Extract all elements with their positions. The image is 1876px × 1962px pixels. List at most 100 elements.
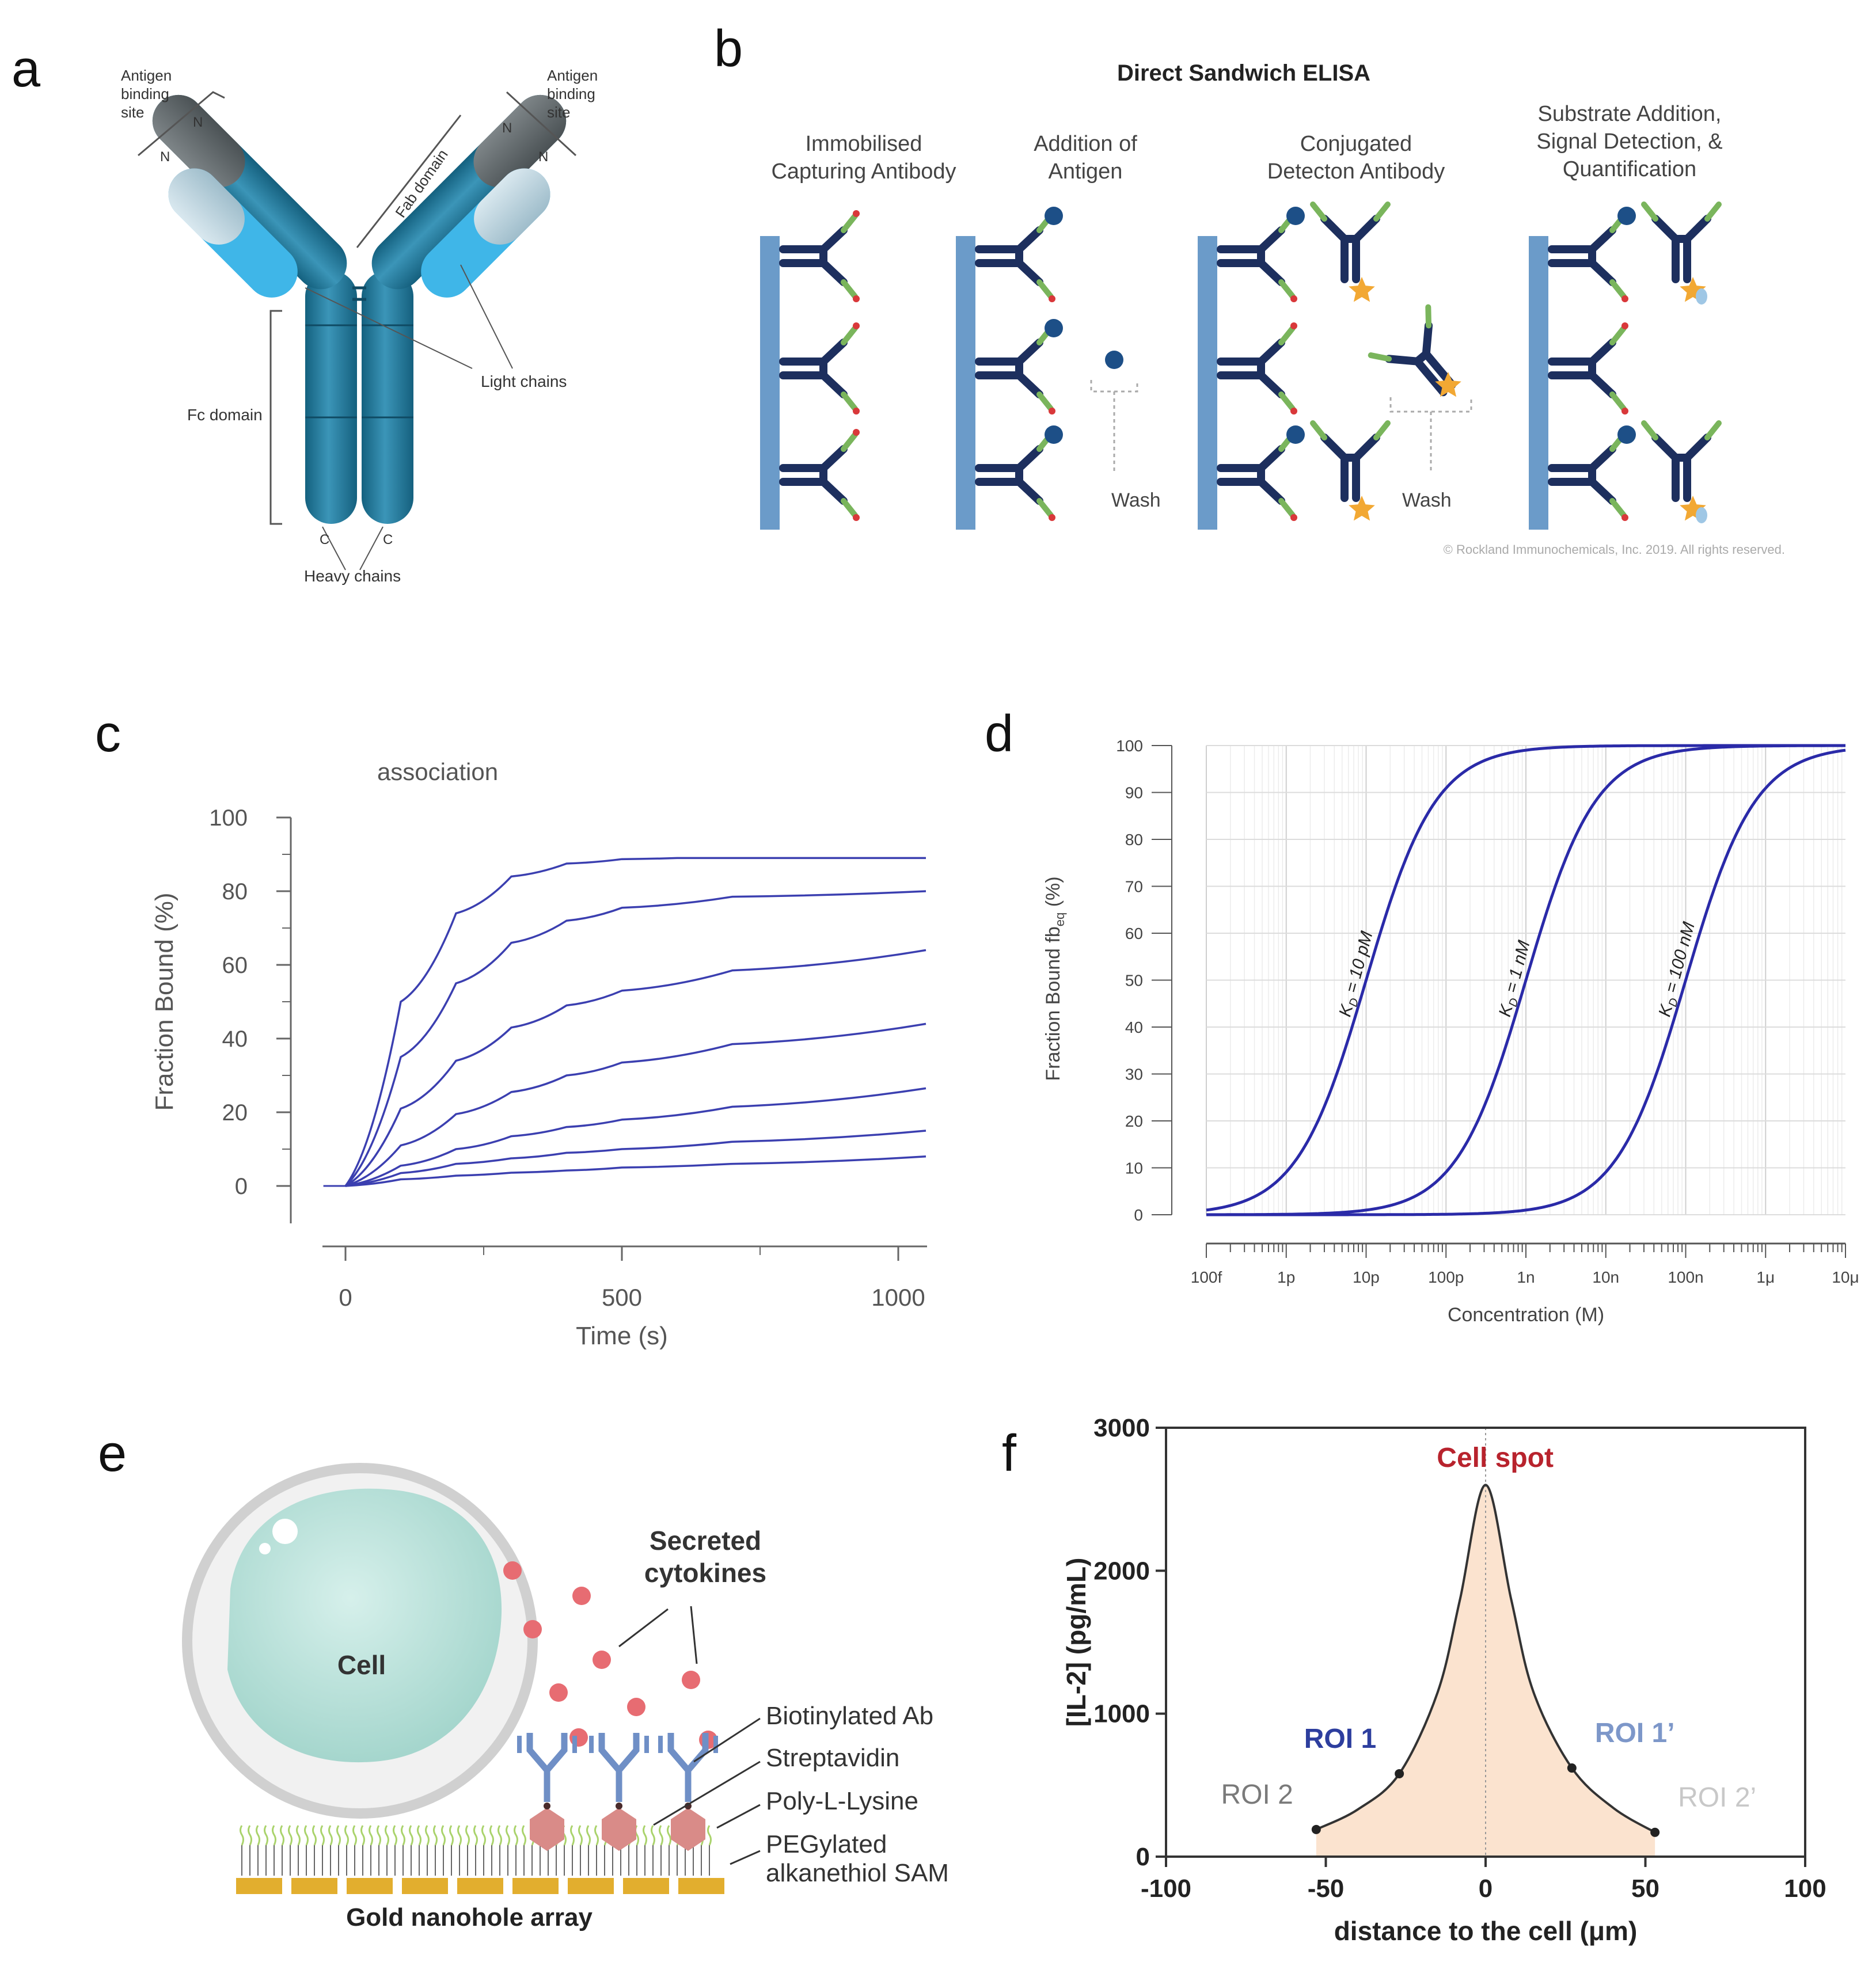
conjugate-star — [1349, 277, 1375, 302]
pll-strand — [272, 1825, 276, 1846]
sensor-surface — [236, 1733, 724, 1894]
pll-strand — [248, 1825, 252, 1846]
heavy-variable-left — [152, 94, 245, 188]
antibody-light-chain — [1036, 213, 1054, 299]
panel-b: b Direct Sandwich ELISA Immobilised Capt… — [714, 20, 1785, 557]
antibody-body — [1217, 226, 1285, 286]
y-axis-label: Fraction Bound fbeq (%) — [1042, 876, 1067, 1081]
c-label-left: C — [320, 532, 329, 547]
step3-line1: Conjugated — [1300, 132, 1412, 156]
n-label-4: N — [538, 149, 548, 165]
y-tick-label: 2000 — [1093, 1557, 1150, 1585]
roi-label-3: ROI 2 — [1221, 1780, 1293, 1810]
label-poly-l-lysine: Poly-L-Lysine — [766, 1787, 918, 1815]
antibody-light-chain — [841, 325, 858, 412]
roi-marker-2 — [1567, 1763, 1577, 1773]
series-line-5 — [345, 1087, 926, 1187]
antigen — [1617, 425, 1636, 444]
roi-label-2: ROI 1’ — [1595, 1718, 1675, 1748]
pll-strand — [401, 1825, 405, 1846]
chart-title: Cell spot — [1437, 1443, 1554, 1473]
panel-f-label: f — [1002, 1425, 1017, 1482]
pll-strand — [522, 1825, 526, 1846]
y-tick-label: 90 — [1125, 784, 1143, 802]
antibody-tip — [1290, 322, 1297, 329]
y-tick-label: 20 — [222, 1100, 248, 1126]
antibody-light-chain — [1036, 432, 1054, 518]
antibody-body — [779, 339, 848, 398]
y-tick-label: 0 — [1134, 1206, 1143, 1224]
panel-a-label: a — [12, 40, 41, 98]
gold-block — [291, 1878, 337, 1894]
step1-line1: Immobilised — [806, 132, 922, 156]
free-detection-antibody — [1368, 304, 1456, 397]
antibody-light-chain — [1278, 213, 1296, 299]
antibody-body — [779, 226, 848, 286]
series-line-1 — [344, 857, 926, 1187]
area-fill — [1316, 1485, 1655, 1857]
gold-block — [236, 1878, 282, 1894]
x-tick-label: 10μ — [1832, 1268, 1859, 1286]
antigen — [1045, 319, 1063, 337]
y-tick-label: 1000 — [1093, 1700, 1150, 1728]
y-tick-label: 0 — [235, 1174, 248, 1199]
detection-antibody-arm — [1310, 201, 1391, 222]
capture-antibody — [1217, 210, 1297, 302]
pll-strand — [352, 1825, 357, 1846]
antibody-light-chain — [1609, 432, 1627, 518]
antigen — [1286, 425, 1305, 444]
secreted-line1: Secreted — [650, 1526, 761, 1556]
biotinylated-antibody — [598, 1733, 640, 1802]
fc-domain-label: Fc domain — [187, 406, 263, 424]
antibody-light — [658, 1736, 718, 1753]
c-label-right: C — [383, 532, 393, 547]
antibody-tip — [1290, 295, 1297, 302]
y-tick-label: 40 — [1125, 1018, 1143, 1036]
antibody-light — [517, 1736, 577, 1753]
streptavidin — [530, 1808, 564, 1851]
antibody-light-chain — [1609, 325, 1627, 412]
pll-strand — [393, 1825, 397, 1846]
y-tick-label: 80 — [1125, 831, 1143, 849]
label-pegylated: PEGylated — [766, 1830, 887, 1858]
pll-strand — [320, 1825, 325, 1846]
antibody-body — [1217, 445, 1285, 505]
biotinylated-antibody — [526, 1733, 568, 1802]
x-axis-label: Concentration (M) — [1448, 1304, 1604, 1326]
pll-strand — [312, 1825, 317, 1846]
n-label-2: N — [160, 149, 170, 165]
antibody-light-chain — [841, 213, 858, 299]
antigen-site-right-l1: Antigen — [547, 67, 598, 84]
antibody-tip — [853, 429, 860, 436]
biotinylated-antibody — [667, 1733, 709, 1802]
elisa-title: Direct Sandwich ELISA — [1117, 60, 1370, 86]
step3-line2: Detecton Antibody — [1267, 159, 1445, 184]
series-line-4 — [345, 1022, 926, 1187]
capture-antibody — [975, 210, 1055, 302]
heavy-variable-right — [473, 94, 567, 188]
detection-antibody-arm — [1310, 420, 1391, 440]
roi-label-4: ROI 2’ — [1678, 1782, 1756, 1813]
x-tick-label: -100 — [1141, 1874, 1191, 1903]
series-line-2 — [344, 890, 926, 1187]
cell-cytoplasm — [227, 1488, 502, 1763]
antibody-body — [975, 226, 1043, 286]
pll-strand — [586, 1825, 591, 1846]
pll-strand — [433, 1825, 438, 1846]
capture-surface — [1529, 236, 1548, 530]
antibody-tip — [853, 408, 860, 415]
free-antigen — [1105, 351, 1123, 369]
antigen-site-right-l3: site — [547, 104, 570, 121]
biotin — [616, 1803, 622, 1809]
x-axis-label: distance to the cell (μm) — [1334, 1916, 1638, 1946]
gold-block — [402, 1878, 448, 1894]
pll-strand — [659, 1825, 663, 1846]
cell-label: Cell — [337, 1650, 386, 1680]
antibody-tip — [1621, 514, 1628, 521]
antigen-site-left-l2: binding — [121, 85, 169, 102]
capture-antibody — [1548, 429, 1628, 521]
pll-strand — [514, 1825, 518, 1846]
